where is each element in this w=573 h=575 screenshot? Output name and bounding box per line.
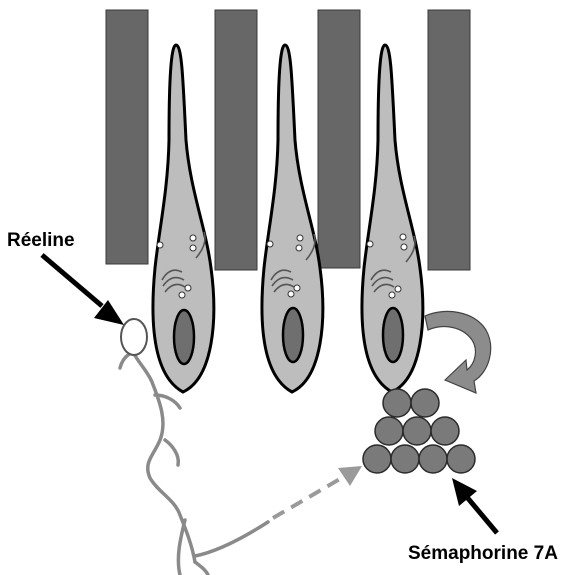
- reeline-cell: [121, 319, 147, 355]
- reeline-pointer-arrow: [42, 255, 124, 325]
- nucleus-1: [174, 310, 194, 364]
- semaphorine-label: Sémaphorine 7A: [408, 543, 558, 564]
- curved-migration-arrow: [425, 311, 491, 393]
- migrating-neuron-2: [262, 45, 323, 392]
- radial-fiber-4: [428, 10, 470, 270]
- nucleus-2: [283, 308, 303, 362]
- semaphorine-cell-cluster: [363, 389, 475, 473]
- migrating-neuron-3: [362, 45, 423, 392]
- radial-fiber-1: [106, 10, 148, 264]
- radial-fiber-2: [215, 10, 257, 270]
- reeline-label: Réeline: [7, 230, 75, 251]
- migrating-neuron-1: [153, 45, 214, 392]
- semaphorine-pointer-arrow: [452, 478, 497, 533]
- nucleus-3: [383, 308, 403, 362]
- dashed-attraction-arrow: [273, 466, 362, 518]
- radial-fiber-3: [318, 10, 360, 268]
